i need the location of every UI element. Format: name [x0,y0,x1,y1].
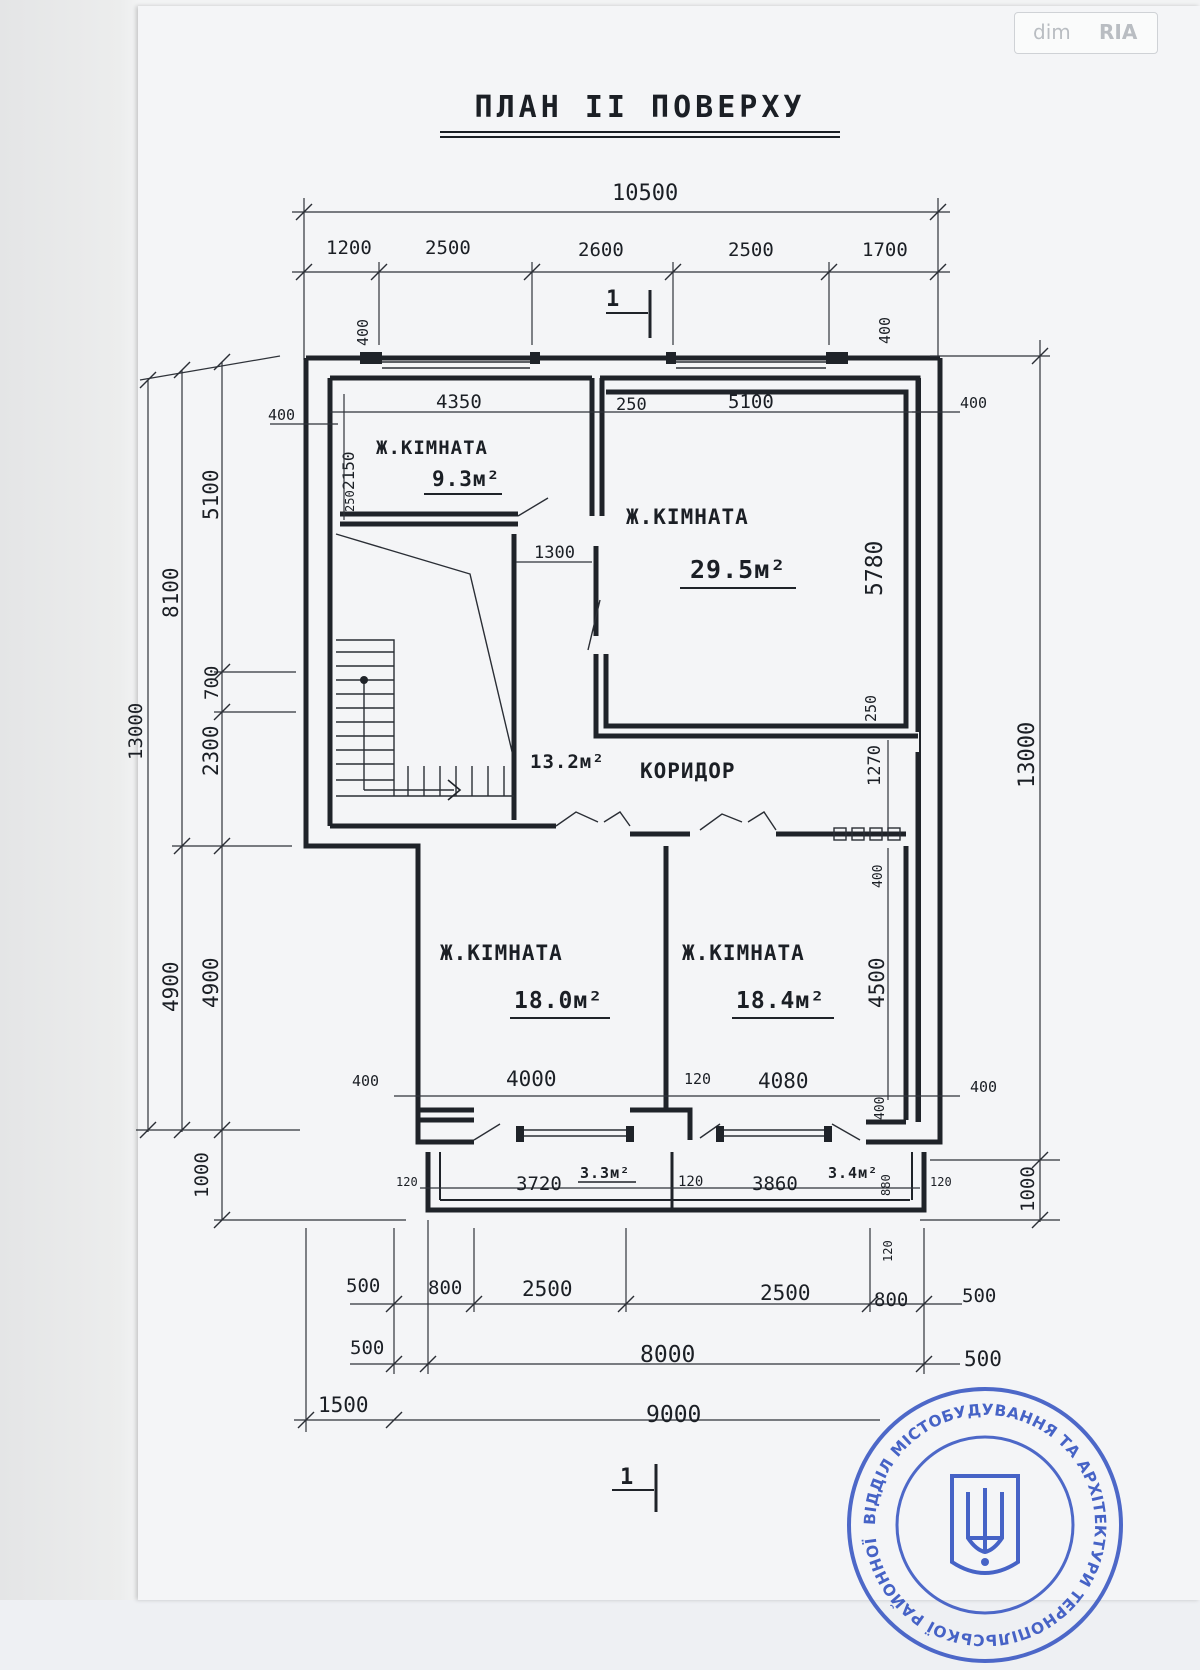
dim-mid-8000: 8000 [640,1342,695,1368]
dim-400-b: 400 [876,317,894,344]
plan-title-block: ПЛАН II ПОВЕРХУ [440,90,840,138]
section-label-bottom: 1 [620,1465,634,1490]
watermark-dim: dim [1033,20,1071,44]
dim-120-c: 120 [678,1174,703,1190]
dim-left-8100: 8100 [159,567,183,618]
dim-400-f: 400 [871,865,886,888]
dim-left-outer: 13000 [125,703,147,760]
dim-2150: 2150 [339,451,358,490]
dim-3720: 3720 [516,1173,562,1195]
dim-top-seg-2: 2500 [425,237,471,259]
title-underline [440,131,840,138]
room-1-name: Ж.КІМНАТА [376,437,488,459]
dim-4500: 4500 [865,957,889,1008]
dim-bot-500-b: 500 [962,1285,996,1307]
dim-right-total: 13000 [1015,722,1040,788]
dim-250-b: 250 [862,695,880,722]
dim-right-1000: 1000 [1017,1166,1039,1212]
dim-4350: 4350 [436,391,482,413]
corridor-walls [330,811,909,1120]
dim-4000: 4000 [506,1067,557,1091]
dim-bot-2500-b: 2500 [760,1281,811,1305]
balcony-2-area: 3.4м² [828,1164,878,1182]
official-stamp: ВІДДІЛ МІСТОБУДУВАННЯ ТА АРХІТЕКТУРИ ТЕР… [840,1380,1123,1663]
dim-250: 250 [616,395,647,415]
dim-120-e: 120 [881,1240,895,1262]
trident-emblem [950,1474,1020,1575]
corridor-area: 13.2м² [530,751,605,773]
dim-400-c: 400 [268,406,295,424]
room-2-name: Ж.КІМНАТА [626,505,749,529]
section-marker-top [606,290,652,338]
dim-3860: 3860 [752,1173,798,1195]
dim-bot-2500-a: 2500 [522,1277,573,1301]
top-dimension-lines [292,198,950,360]
dim-left-4900-a: 4900 [159,961,183,1012]
dim-5100: 5100 [728,391,774,413]
dim-left-2300: 2300 [199,725,223,776]
section-marker-bottom [612,1464,658,1512]
top-windows [360,352,848,369]
room-2-area: 29.5м² [690,555,786,584]
dim-4080: 4080 [758,1069,809,1093]
dim-top-seg-5: 1700 [862,239,908,261]
dim-left-4900-b: 4900 [199,957,223,1008]
dim-left-1000: 1000 [191,1152,213,1198]
dim-top-seg-1: 1200 [326,237,372,259]
big-room-walls [587,389,918,739]
staircase [335,533,517,820]
room-3-area: 18.0м² [514,988,603,1014]
balcony-1-area: 3.3м² [580,1164,630,1182]
dim-left-5100: 5100 [199,469,223,520]
dim-bot-1500: 1500 [318,1393,369,1417]
dim-400-a: 400 [354,319,372,346]
floor-plan-drawing: 10500 1200 2500 2600 2500 1700 1 [125,181,1060,1512]
dim-left-700: 700 [201,666,223,700]
dim-400-i: 400 [873,1097,888,1120]
plan-title: ПЛАН II ПОВЕРХУ [474,90,806,125]
dim-400-h: 400 [970,1078,997,1096]
dim-mid-500-b: 500 [964,1347,1002,1371]
dim-120-b: 120 [396,1175,418,1189]
dim-400-e: 400 [960,394,987,412]
exterior-walls [303,355,943,1145]
corridor-name: КОРИДОР [640,759,736,783]
dim-1270: 1270 [865,745,885,786]
dim-bot-9000: 9000 [646,1402,701,1428]
left-dimension-lines [136,353,406,1229]
dim-top-seg-4: 2500 [728,239,774,261]
dim-880: 880 [879,1174,893,1196]
dim-top-total: 10500 [612,181,678,206]
room-4-area: 18.4м² [736,988,825,1014]
room-1-area: 9.3м² [432,467,500,491]
dim-5780: 5780 [862,541,888,596]
right-dimension-lines [920,340,1060,1229]
room-3-name: Ж.КІМНАТА [440,941,563,965]
dim-1300: 1300 [534,543,575,563]
section-label-top: 1 [606,287,620,312]
dim-250-v: 250 [343,490,357,512]
dim-bot-800-b: 800 [874,1289,908,1311]
bottom-walls [418,1107,927,1213]
site-watermark: dim RIA [1014,12,1158,54]
dim-mid-500-a: 500 [350,1337,384,1359]
dim-120: 120 [684,1070,711,1088]
bottom-dimension-lines [294,1220,962,1432]
dim-bot-500-a: 500 [346,1275,380,1297]
watermark-ria: RIA [1099,20,1138,44]
room-4-name: Ж.КІМНАТА [682,941,805,965]
dim-top-seg-3: 2600 [578,239,624,261]
dim-400-g: 400 [352,1072,379,1090]
dim-bot-800-a: 800 [428,1277,462,1299]
small-room-walls [340,378,605,527]
dim-120-d: 120 [930,1175,952,1189]
